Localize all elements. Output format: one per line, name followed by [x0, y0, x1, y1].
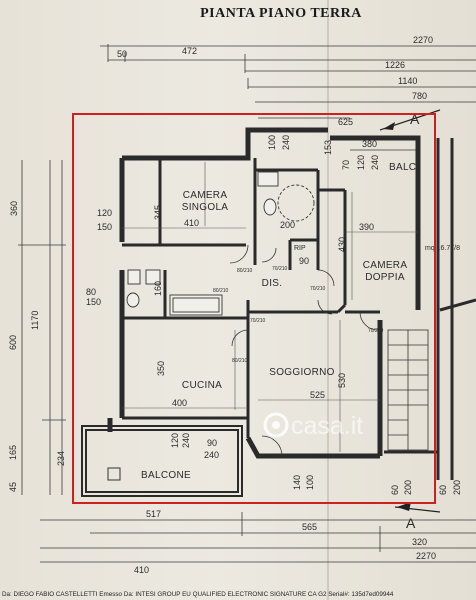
svg-text:70/210: 70/210	[310, 286, 326, 292]
room-camera-singola-line2: SINGOLA	[182, 202, 229, 213]
dim-90-bal: 90	[207, 438, 217, 448]
svg-text:70/210: 70/210	[368, 328, 384, 334]
dim-320: 320	[412, 537, 427, 547]
dim-410-bottom: 410	[134, 565, 149, 575]
dim-200: 200	[280, 220, 295, 230]
dim-240-bal: 240	[181, 433, 191, 448]
balcony-fixture	[107, 467, 121, 481]
casa-it-watermark: casa.it	[263, 412, 363, 440]
bathroom-fixtures	[126, 171, 315, 316]
room-rip: RIP	[294, 245, 306, 252]
room-camera-doppia-line2: DOPPIA	[365, 272, 405, 283]
dim-2270-top: 2270	[413, 35, 433, 45]
signature-footer: Da: DIEGO FABIO CASTELLETTI Emesso Da: I…	[2, 591, 394, 598]
dim-1226: 1226	[385, 60, 405, 70]
dim-472: 472	[182, 46, 197, 56]
dim-80-left: 80	[86, 287, 96, 297]
svg-text:A: A	[406, 515, 416, 531]
room-camera-doppia-line1: CAMERA	[363, 260, 408, 271]
room-soggiorno: SOGGIORNO	[269, 367, 334, 378]
dim-45: 45	[8, 482, 18, 492]
plan-title: PIANTA PIANO TERRA	[200, 6, 362, 21]
room-balcone: BALCONE	[141, 470, 191, 481]
dim-50: 50	[117, 49, 127, 59]
dim-150-left: 150	[97, 222, 112, 232]
dim-360: 360	[9, 201, 19, 216]
dim-140: 140	[292, 475, 302, 490]
dim-1170: 1170	[30, 311, 40, 330]
top-dimension-lines	[100, 44, 476, 151]
balcony-outline	[81, 425, 243, 497]
level-label: mq 16.77/8	[425, 245, 460, 252]
door-swings	[229, 244, 379, 457]
room-balc: BALC.	[389, 162, 419, 173]
dim-350: 350	[156, 361, 166, 376]
svg-text:80/210: 80/210	[232, 358, 248, 364]
svg-text:70/210: 70/210	[250, 318, 266, 324]
dim-380: 380	[362, 139, 377, 149]
dim-1140: 1140	[398, 76, 417, 86]
svg-text:casa.it: casa.it	[291, 412, 363, 440]
dim-234: 234	[56, 451, 66, 466]
dim-600: 600	[8, 335, 18, 350]
room-cucina: CUCINA	[182, 380, 222, 391]
dim-430: 430	[337, 237, 347, 252]
svg-text:80/210: 80/210	[213, 288, 229, 294]
room-dis: DIS.	[262, 278, 283, 289]
svg-text:80/210: 80/210	[237, 268, 253, 274]
dim-120-left: 120	[97, 208, 112, 218]
dim-200b-bot: 200	[452, 480, 462, 495]
outer-walls	[107, 127, 421, 459]
dim-525: 525	[310, 390, 325, 400]
bottom-dimension-lines	[40, 512, 476, 563]
guide-lines	[122, 162, 418, 452]
inner-walls	[122, 158, 380, 438]
left-dimension-lines	[18, 160, 66, 495]
dim-2270-bottom: 2270	[416, 551, 436, 561]
dim-625: 625	[338, 117, 353, 127]
dim-517: 517	[146, 509, 161, 519]
dim-780: 780	[412, 91, 427, 101]
dim-60b: 60	[438, 485, 448, 495]
svg-text:70/210: 70/210	[272, 266, 288, 272]
dim-153: 153	[323, 140, 333, 155]
door-tags: 80/210 70/210 70/210 80/210 70/210 80/21…	[213, 266, 384, 364]
dim-565: 565	[302, 522, 317, 532]
stairwell	[387, 329, 429, 451]
highlight-frame	[72, 113, 436, 504]
dim-240b-bal: 240	[204, 450, 219, 460]
dim-100: 100	[267, 135, 277, 150]
dim-165: 165	[8, 445, 18, 460]
dim-200-bot: 200	[403, 480, 413, 495]
dim-90-rip: 90	[299, 256, 309, 266]
dim-100-bot: 100	[305, 475, 315, 490]
svg-text:A: A	[410, 111, 420, 127]
dim-70: 70	[341, 160, 351, 170]
dim-410: 410	[184, 218, 199, 228]
dim-345: 345	[153, 205, 163, 220]
dim-400: 400	[172, 398, 187, 408]
dim-240-top: 240	[281, 135, 291, 150]
dim-390: 390	[359, 222, 374, 232]
dim-530: 530	[337, 373, 347, 388]
room-camera-singola-line1: CAMERA	[183, 190, 228, 201]
dim-150b-left: 150	[86, 297, 101, 307]
right-neighbour-walls	[384, 138, 476, 480]
dim-240b-top: 240	[370, 155, 380, 170]
dim-160: 160	[153, 281, 163, 296]
section-marker-bottom: A	[394, 502, 441, 531]
dim-120-bal: 120	[170, 433, 180, 448]
dim-120-top: 120	[356, 155, 366, 170]
dim-60: 60	[390, 485, 400, 495]
